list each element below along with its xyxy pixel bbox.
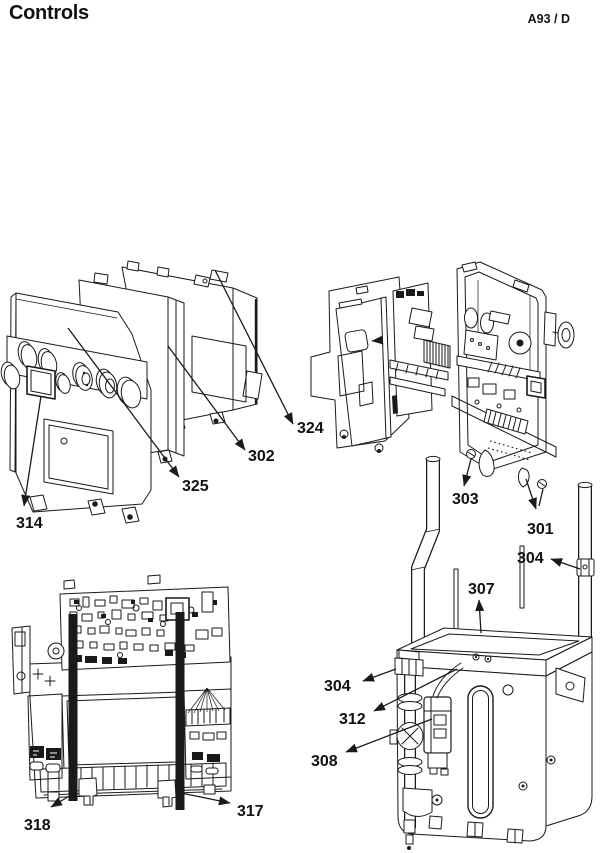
callout-318: 318 — [24, 817, 51, 834]
pump-column — [389, 649, 464, 850]
callout-317: 317 — [237, 803, 264, 820]
fascia-exploded-assembly — [0, 260, 263, 524]
fitting-304 — [394, 649, 424, 677]
callout-312: 312 — [339, 711, 366, 728]
leader-307 — [475, 599, 485, 634]
chassis-feet — [47, 777, 216, 808]
control-knobs-right — [55, 362, 142, 409]
callout-numbers: 314 325 302 324 303 301 304 307 304 312 … — [16, 420, 554, 834]
control-box-frame — [456, 261, 575, 471]
pcb-stack — [389, 282, 451, 417]
callout-303: 303 — [452, 491, 479, 508]
front-fascia — [0, 292, 152, 524]
callout-325: 325 — [182, 478, 209, 495]
control-box-exploded-assembly — [310, 261, 575, 489]
leader-301b — [538, 488, 544, 507]
pipe-clip-304 — [576, 558, 595, 577]
tank-pump-assembly — [389, 455, 595, 850]
control-knobs — [0, 341, 58, 390]
leader-314 — [21, 395, 42, 507]
level-probe — [519, 545, 525, 609]
pump-body — [423, 662, 464, 776]
callout-314: 314 — [16, 515, 43, 532]
terminal-box-left — [27, 668, 63, 781]
strap-317 — [175, 612, 185, 810]
leader-317 — [180, 792, 231, 806]
left-pipe — [410, 455, 441, 650]
page-title: Controls — [9, 2, 89, 24]
leader-318 — [50, 794, 72, 808]
connector-box-right — [183, 687, 232, 780]
leader-303 — [462, 458, 472, 487]
drain-elbow — [402, 787, 443, 850]
level-probe — [453, 568, 459, 636]
leader-312 — [373, 668, 458, 712]
valve — [389, 722, 424, 750]
leader-324 — [214, 269, 294, 425]
fascia-display — [26, 365, 56, 400]
leader-304-right — [550, 558, 581, 570]
lower-rails — [451, 395, 557, 489]
leader-308 — [345, 718, 433, 753]
leader-325 — [67, 327, 180, 478]
strap-318 — [68, 614, 78, 801]
sight-glass — [467, 685, 494, 819]
callout-324: 324 — [297, 420, 324, 437]
callout-304-right: 304 — [517, 550, 544, 567]
hook-bracket — [478, 449, 495, 477]
callout-304-left: 304 — [324, 678, 351, 695]
callout-308: 308 — [311, 753, 338, 770]
callout-301: 301 — [527, 521, 554, 538]
leader-302 — [167, 345, 246, 451]
callout-307: 307 — [468, 581, 495, 598]
callout-leaders — [21, 269, 581, 808]
leader-301a — [525, 478, 537, 510]
front-cover-panel — [335, 285, 392, 453]
pcb-chassis-assembly — [11, 574, 232, 810]
callout-302: 302 — [248, 448, 275, 465]
sheet-code: A93 / D — [527, 12, 570, 26]
leader-304-left — [362, 668, 397, 682]
